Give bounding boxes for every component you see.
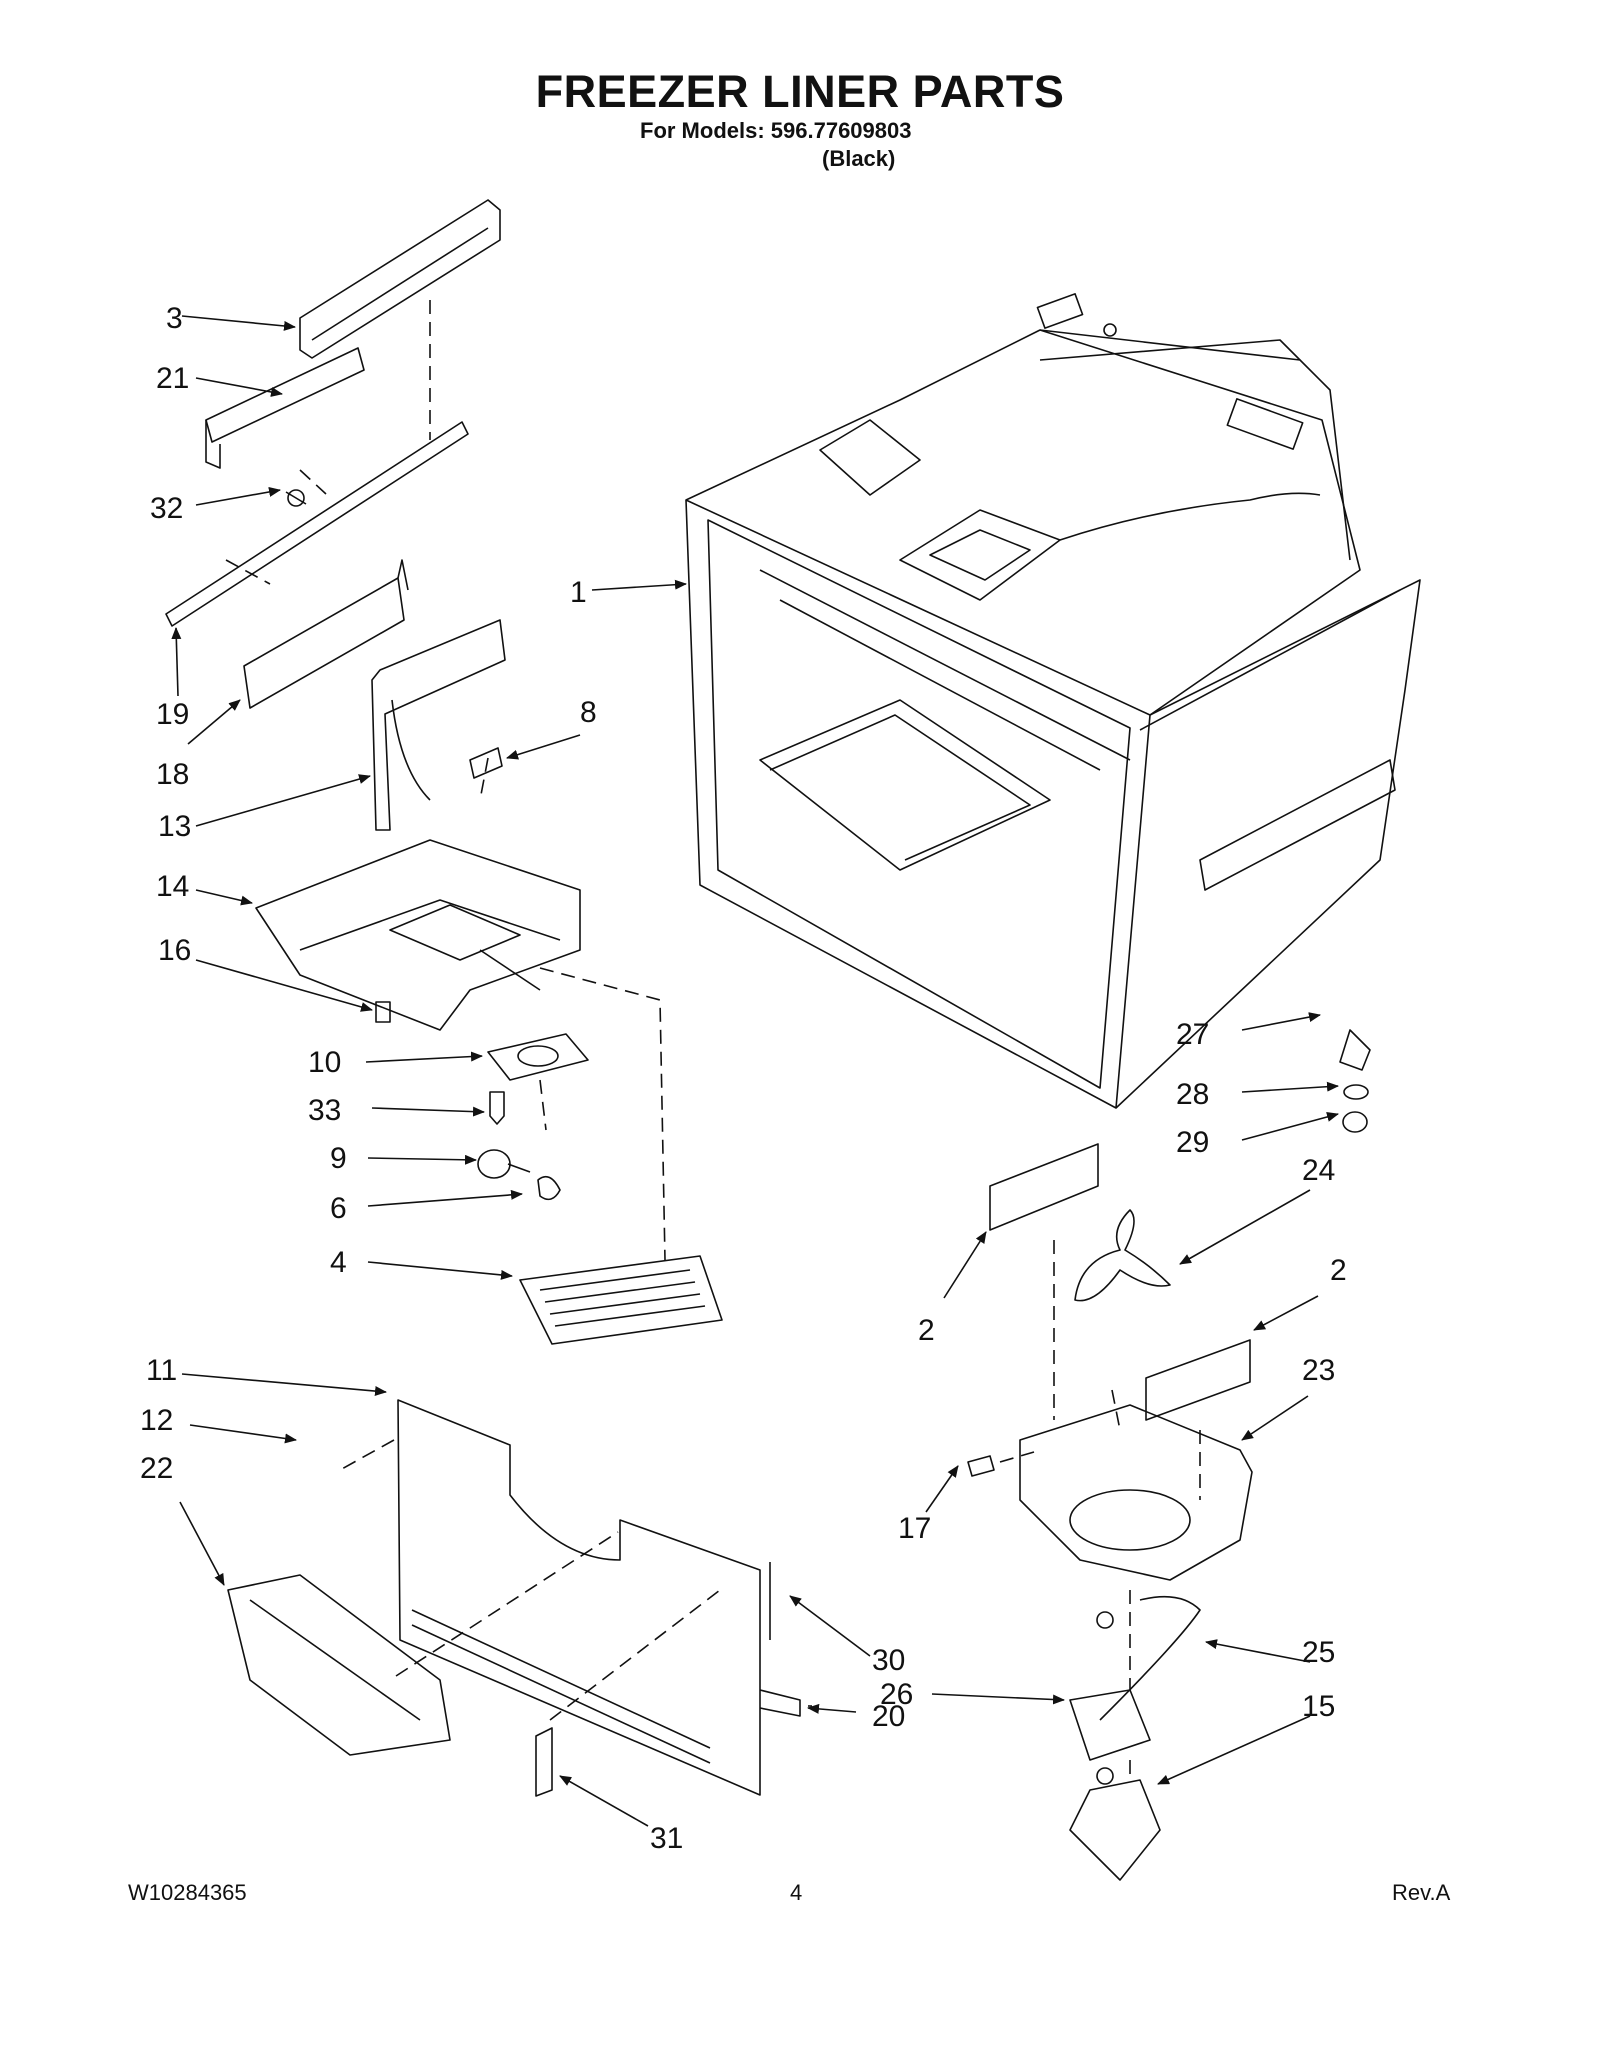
page-number: 4	[790, 1880, 803, 1905]
callout-23: 23	[1302, 1354, 1335, 1387]
model-variant: (Black)	[822, 146, 896, 171]
callout-27: 27	[1176, 1018, 1209, 1051]
freezer-liner	[685, 293, 1421, 1109]
revision: Rev.A	[1392, 1880, 1451, 1905]
callout-13: 13	[158, 810, 191, 843]
callout-4: 4	[330, 1246, 347, 1279]
callout-28: 28	[1176, 1078, 1209, 1111]
callout-10: 10	[308, 1046, 341, 1079]
callout-labels: 1 2 2 3 4 6 8 9 10 11 12 13 14 15 16 17 …	[140, 302, 1347, 1855]
callout-25: 25	[1302, 1636, 1335, 1669]
callout-16: 16	[158, 934, 191, 967]
callout-21: 21	[156, 362, 189, 395]
callout-31: 31	[650, 1822, 683, 1855]
doc-number: W10284365	[128, 1880, 247, 1905]
callout-22: 22	[140, 1452, 173, 1485]
callout-1: 1	[570, 576, 587, 609]
callout-8: 8	[580, 696, 597, 729]
callout-3: 3	[166, 302, 183, 335]
callout-32: 32	[150, 492, 183, 525]
bracket-13	[371, 619, 506, 831]
callout-26: 26	[880, 1678, 913, 1711]
models-line: For Models: 596.77609803	[640, 118, 912, 143]
callout-11: 11	[146, 1354, 177, 1387]
callout-9: 9	[330, 1142, 347, 1175]
callout-29: 29	[1176, 1126, 1209, 1159]
callout-19: 19	[156, 698, 189, 731]
callout-2-left: 2	[918, 1314, 935, 1347]
slide-rail-assembly	[165, 199, 501, 709]
evaporator-cover-panel	[227, 1399, 801, 1797]
callout-leaders	[171, 315, 1339, 1827]
callout-2-right: 2	[1330, 1254, 1347, 1287]
damper-parts	[477, 1033, 723, 1345]
callout-15: 15	[1302, 1690, 1335, 1723]
callout-17: 17	[898, 1512, 931, 1545]
fan-module	[967, 1029, 1371, 1881]
page-title: FREEZER LINER PARTS	[535, 66, 1065, 117]
callout-20: 20	[872, 1700, 905, 1733]
assembly-dashed-lines	[225, 300, 1201, 1780]
callout-14: 14	[156, 870, 189, 903]
callout-24: 24	[1302, 1154, 1335, 1187]
callout-18: 18	[156, 758, 189, 791]
callout-33: 33	[308, 1094, 341, 1127]
callout-30: 30	[872, 1644, 905, 1677]
callout-6: 6	[330, 1192, 347, 1225]
tray-14	[255, 839, 581, 1031]
callout-12: 12	[140, 1404, 173, 1437]
